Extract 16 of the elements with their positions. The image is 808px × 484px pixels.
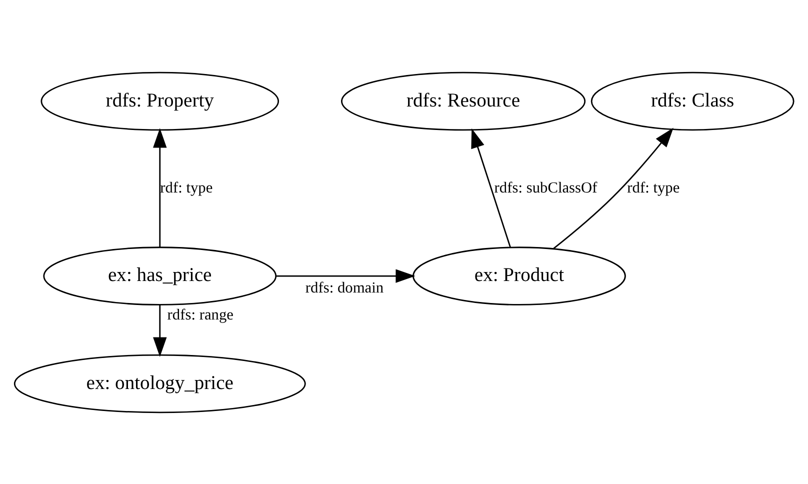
node-ellipse: ex: ontology_price: [14, 354, 306, 413]
arrow: [153, 128, 167, 247]
node-ellipse: rdfs: Property: [40, 71, 280, 130]
arrow: [552, 127, 674, 249]
arrow: [153, 304, 167, 356]
arrow: [276, 268, 416, 282]
node-ellipse: rdfs: Class: [590, 71, 794, 130]
edge-label: rdf: type: [627, 179, 680, 196]
edge-label: rdf: type: [160, 179, 213, 196]
node-ellipse: ex: has_price: [43, 246, 277, 305]
edge-label: rdfs: subClassOf: [494, 179, 598, 196]
edge-label: rdfs: range: [167, 306, 234, 324]
node-ellipse: rdfs: Resource: [341, 71, 586, 130]
arrow: [471, 128, 512, 248]
edge-label: rdfs: domain: [305, 279, 384, 296]
node-ellipse: ex: Product: [412, 246, 626, 305]
